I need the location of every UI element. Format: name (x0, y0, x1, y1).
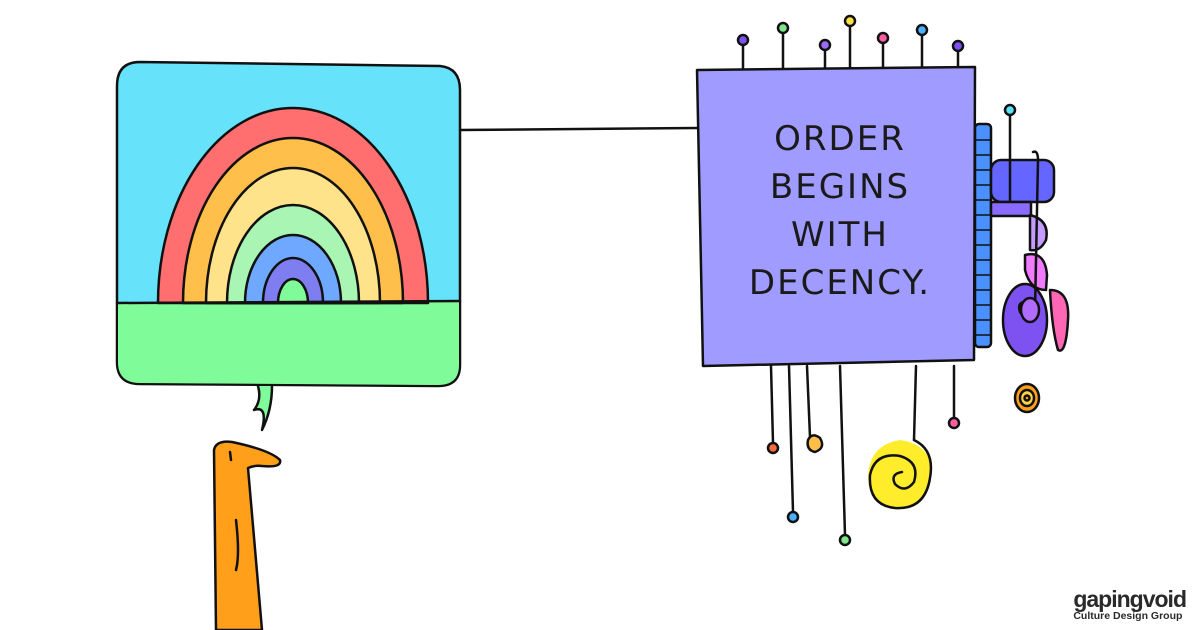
thought-bubble (115, 60, 462, 432)
spiral-orange (1013, 382, 1041, 414)
person (212, 440, 282, 630)
chip-message: ORDER BEGINS WITH DECENCY. (735, 115, 945, 307)
logo-tagline: Culture Design Group (1073, 610, 1183, 622)
connector-line (458, 126, 700, 132)
chip-pins-bottom (766, 364, 961, 547)
brand-logo: gapingvoid Culture Design Group (1073, 586, 1187, 623)
chip (695, 65, 977, 368)
message-line: WITH (791, 215, 889, 255)
logo-brand: gapingvoid (1073, 586, 1187, 612)
chip-side-parts (973, 103, 1070, 414)
chip-pins-top (736, 14, 965, 72)
rainbow (156, 106, 430, 305)
message-line: ORDER (774, 119, 906, 159)
message-line: BEGINS (769, 167, 911, 207)
message-line: DECENCY. (748, 263, 932, 303)
spiral-yellow (868, 438, 933, 510)
